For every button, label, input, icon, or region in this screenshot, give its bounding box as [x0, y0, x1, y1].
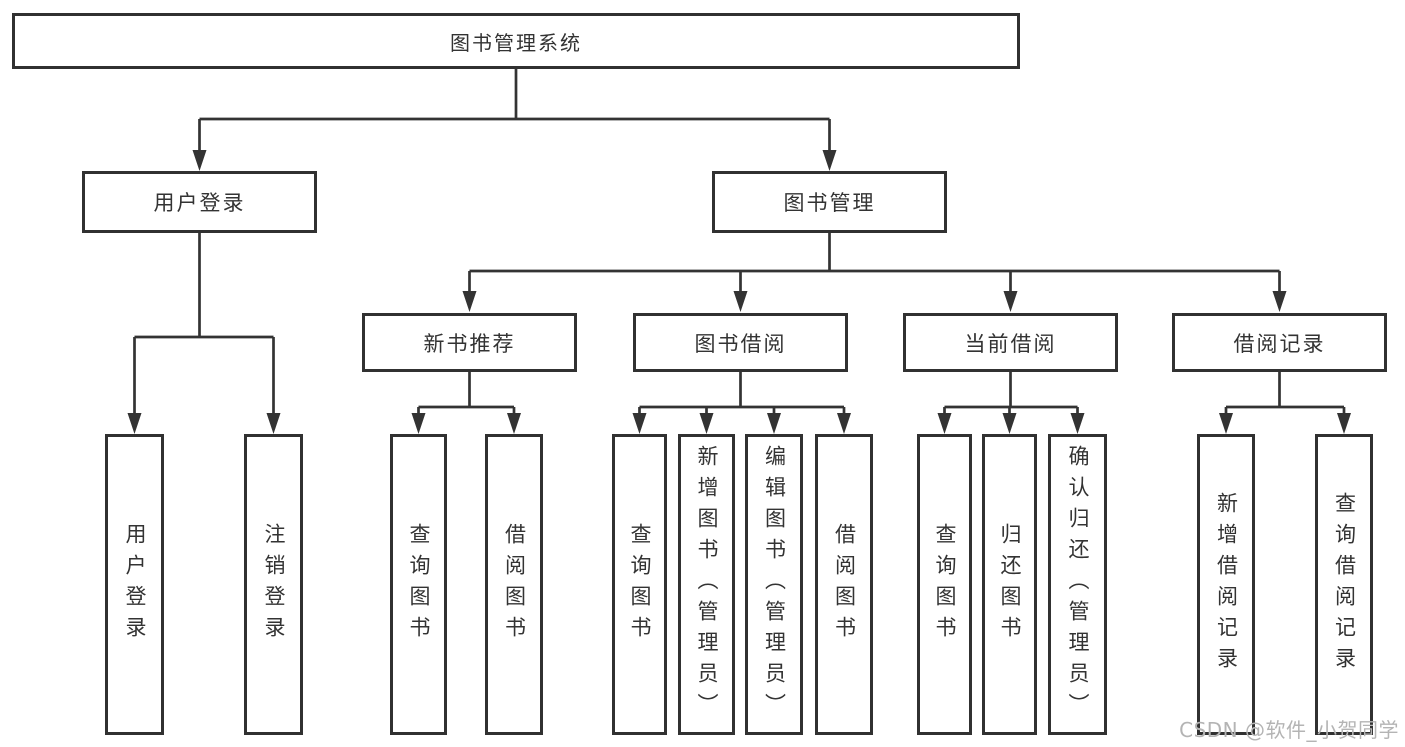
arrowhead-icon [462, 291, 477, 312]
arrowheads [127, 150, 1351, 434]
arrowhead-icon [127, 413, 142, 434]
node-book-management: 图书管理 [712, 171, 947, 233]
leaf-edit-books-admin: 编辑图书（管理员） [745, 434, 803, 735]
node-borrow-records: 借阅记录 [1172, 313, 1387, 372]
elbow-lines [133, 69, 1346, 417]
arrowhead-icon [699, 413, 714, 434]
arrowhead-icon [733, 291, 748, 312]
leaf-logout: 注销登录 [244, 434, 303, 735]
node-current-borrow: 当前借阅 [903, 313, 1118, 372]
leaf-query-books-borrow: 查询图书 [612, 434, 667, 735]
arrowhead-icon [192, 150, 207, 171]
arrowhead-icon [1003, 291, 1018, 312]
connector-root-to-level2 [198, 69, 831, 152]
connector-book-borrow-branch [638, 372, 846, 417]
connector-user-login-branch [133, 233, 275, 416]
arrowhead-icon [507, 413, 521, 434]
leaf-user-login: 用户登录 [105, 434, 164, 735]
arrowhead-icon [1219, 413, 1233, 434]
arrowhead-icon [1070, 413, 1085, 434]
leaf-return-books: 归还图书 [982, 434, 1037, 735]
arrowhead-icon [837, 413, 851, 434]
leaf-confirm-return-admin: 确认归还（管理员） [1048, 434, 1107, 735]
arrowhead-icon [1002, 413, 1017, 434]
leaf-add-books-admin: 新增图书（管理员） [678, 434, 735, 735]
connector-current-borrow-branch [943, 372, 1079, 417]
arrowhead-icon [937, 413, 952, 434]
arrowhead-icon [767, 413, 781, 434]
arrowhead-icon [1272, 291, 1287, 312]
node-book-borrow: 图书借阅 [633, 313, 848, 372]
connector-borrow-records-branch [1224, 372, 1346, 417]
leaf-query-books-current: 查询图书 [917, 434, 972, 735]
arrowhead-icon [632, 413, 647, 434]
leaf-borrow-books-recommend: 借阅图书 [485, 434, 543, 735]
connector-new-book-recommend-branch [417, 372, 516, 417]
arrowhead-icon [1337, 413, 1351, 434]
arrowhead-icon [266, 413, 281, 434]
leaf-borrow-books-borrow: 借阅图书 [815, 434, 873, 735]
connector-book-management-branch [468, 233, 1281, 295]
leaf-query-books-recommend: 查询图书 [390, 434, 447, 735]
arrowhead-icon [411, 413, 426, 434]
arrowhead-icon [822, 150, 837, 171]
node-library-management-system: 图书管理系统 [12, 13, 1020, 69]
leaf-add-borrow-record: 新增借阅记录 [1197, 434, 1255, 735]
node-user-login: 用户登录 [82, 171, 317, 233]
node-new-book-recommend: 新书推荐 [362, 313, 577, 372]
leaf-query-borrow-record: 查询借阅记录 [1315, 434, 1373, 735]
